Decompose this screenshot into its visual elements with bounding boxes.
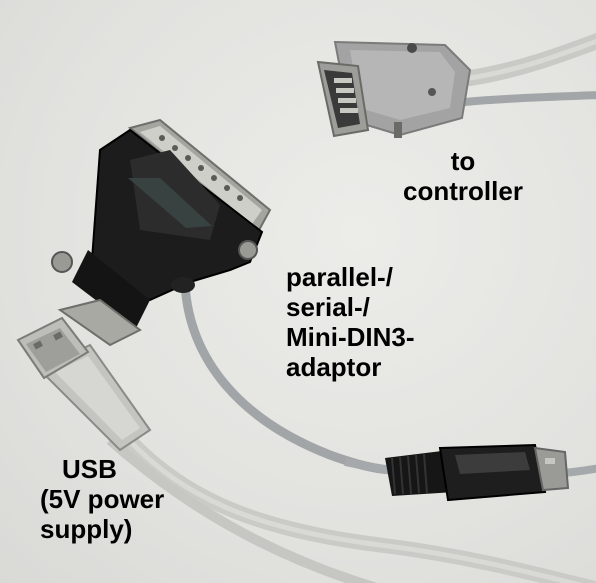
label-line: controller (403, 176, 523, 206)
label-line: supply) (40, 514, 133, 544)
label-adaptor: parallel-/ serial-/ Mini-DIN3- adaptor (286, 262, 415, 382)
label-to-controller: to controller (388, 146, 538, 206)
controller-connector (316, 40, 472, 138)
label-line: (5V power (40, 484, 165, 514)
label-line: parallel-/ (286, 262, 393, 292)
minidin-plug (385, 443, 570, 502)
adaptor-body (51, 118, 272, 347)
label-usb-power: USB (5V power supply) (40, 454, 164, 544)
label-line: serial-/ (286, 292, 370, 322)
label-line: adaptor (286, 352, 382, 382)
label-line: Mini-DIN3- (286, 322, 415, 352)
label-line: USB (62, 454, 117, 484)
label-line: to (450, 146, 476, 176)
usb-plug (16, 316, 152, 452)
